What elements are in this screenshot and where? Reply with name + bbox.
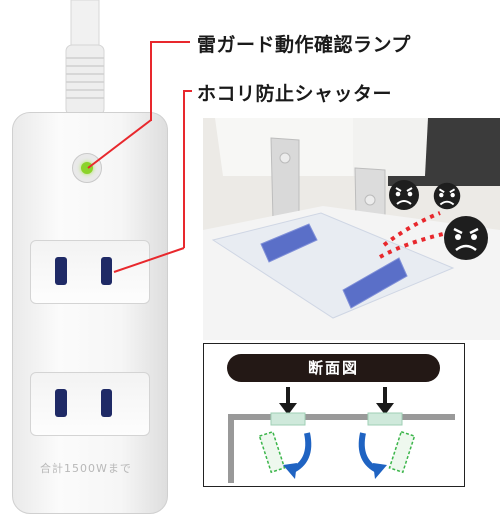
cross-section-diagram — [228, 387, 455, 483]
cross-section-title: 断面図 — [227, 354, 440, 382]
outlet-slot-right — [101, 389, 112, 417]
angry-dust-face-icon — [433, 182, 461, 210]
outlet-bottom — [30, 372, 150, 436]
lightning-guard-lamp — [72, 153, 102, 183]
angry-dust-face-icon — [389, 180, 419, 210]
outlet-slot-right — [101, 257, 112, 285]
lamp-callout-text: 雷ガード動作確認ランプ — [197, 34, 411, 56]
power-cable — [65, 0, 105, 116]
outlet-slot-left — [55, 257, 67, 285]
down-arrow-icon — [279, 387, 297, 415]
shutter-leader-vertical — [183, 90, 185, 248]
angry-dust-face-icon — [444, 216, 488, 260]
lamp-leader-vertical — [150, 41, 152, 121]
shutter-leader-diagonal — [113, 247, 185, 273]
lamp-leader-diagonal — [87, 119, 152, 169]
rating-label: 合計1500Wまで — [40, 462, 132, 475]
outlet-slot-left — [55, 389, 67, 417]
lamp-led — [81, 162, 93, 174]
shutter-closeup-photo — [203, 118, 500, 340]
shutter-callout-text: ホコリ防止シャッター — [197, 83, 393, 105]
dust-trail — [379, 211, 467, 259]
outlet-top — [30, 240, 150, 304]
lamp-leader-horizontal — [150, 41, 190, 43]
down-arrow-icon — [376, 387, 394, 415]
shutter-leader-horizontal — [183, 90, 192, 92]
